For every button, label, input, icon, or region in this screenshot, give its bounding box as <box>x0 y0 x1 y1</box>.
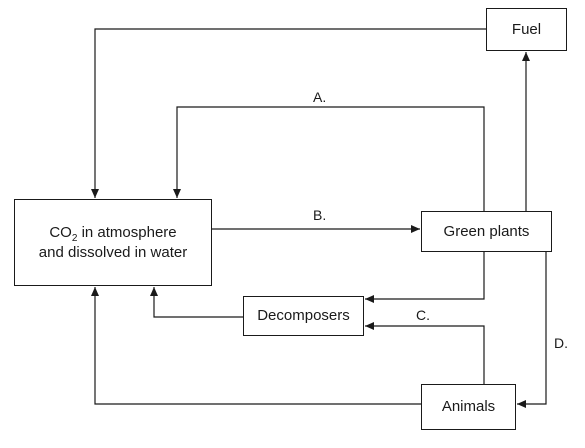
green-plants-box: Green plants <box>421 211 552 252</box>
co2-label-line1: CO2 in atmosphere <box>49 223 177 244</box>
green-plants-label: Green plants <box>443 222 530 240</box>
arrow-a-plants-to-co2 <box>173 106 485 211</box>
decomposers-label: Decomposers <box>257 307 350 324</box>
animals-box: Animals <box>421 384 516 430</box>
edge-label-d: D. <box>554 335 568 351</box>
fuel-box: Fuel <box>486 8 567 51</box>
co2-label-line2: and dissolved in water <box>38 243 188 261</box>
arrow-plants-to-decomposers <box>365 252 485 303</box>
arrow-c-animals-to-decomposers <box>365 322 485 384</box>
animals-label: Animals <box>441 398 496 415</box>
edge-label-a: A. <box>313 89 327 105</box>
arrow-fuel-to-co2 <box>91 28 486 198</box>
arrow-decomposers-to-co2 <box>150 287 243 318</box>
edge-label-c: C. <box>416 307 430 323</box>
arrow-animals-to-co2 <box>91 287 421 405</box>
fuel-label: Fuel <box>511 20 542 38</box>
arrow-d-plants-to-animals <box>517 252 547 408</box>
decomposers-box: Decomposers <box>243 296 364 336</box>
edge-label-b: B. <box>313 207 327 223</box>
co2-box: CO2 in atmosphere and dissolved in water <box>14 199 212 286</box>
